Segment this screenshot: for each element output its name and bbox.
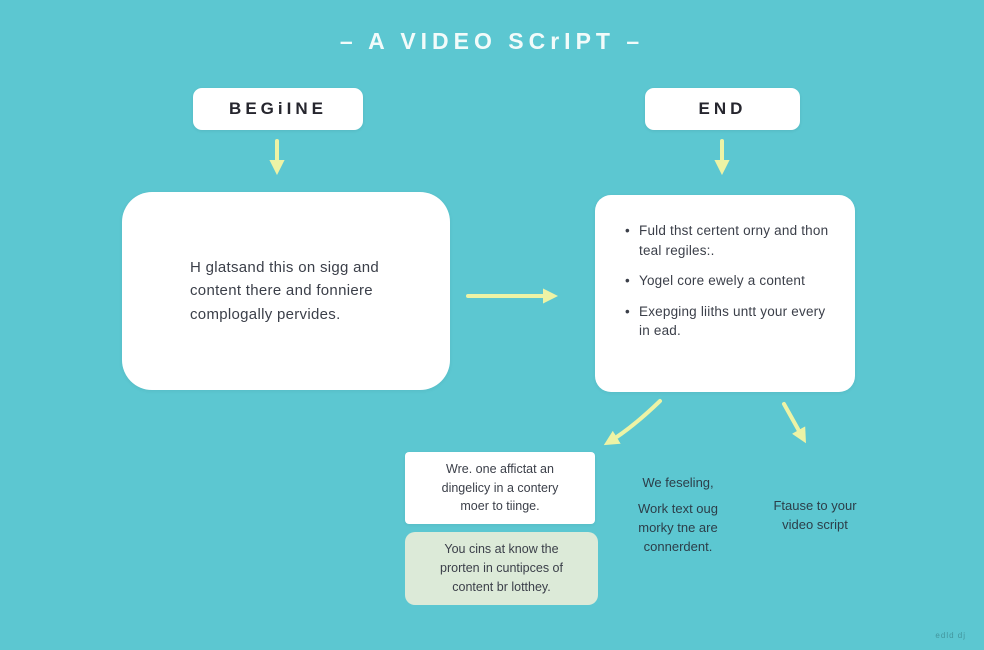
pause-text-line: Ftause to your: [773, 498, 857, 513]
end-node: END: [645, 88, 800, 130]
mid-note-line: moer to tiinge.: [460, 499, 540, 514]
bullet-item: Yogel core ewely a content: [625, 271, 831, 291]
pause-text-line: video script: [782, 516, 848, 532]
mid-note-line: dingelicy in a contery: [441, 480, 559, 495]
arrow-right-box-to-mid-note-icon: [603, 399, 662, 446]
green-note-line: content br lotthey.: [452, 579, 551, 594]
end-content-card: Fuld thst certent orny and thon teal reg…: [595, 195, 855, 392]
mid-note-line: Wre. one affictat an: [446, 461, 554, 476]
diagram-title: – A VIDEO SCrIPT –: [339, 28, 645, 54]
feeling-text-line: morky tne are: [638, 519, 718, 535]
end-node-label: END: [698, 99, 747, 118]
green-note-line: You cins at know the: [444, 542, 559, 557]
begin-node-label: BEGiINE: [229, 99, 327, 118]
feeling-text-line: connerdent.: [643, 538, 713, 554]
arrow-right-box-to-pause-icon: [782, 402, 806, 444]
intro-card-line: complogally pervides.: [190, 305, 341, 323]
green-note-card: You cins at know the prorten in cuntipce…: [405, 532, 598, 605]
mid-note-card: Wre. one affictat an dingelicy in a cont…: [405, 452, 595, 524]
feeling-text-line: Work text oug: [638, 500, 718, 516]
watermark-text: edld dj: [935, 631, 966, 640]
feeling-text-line: We feseling,: [642, 475, 714, 490]
bullet-item: Exepging liiths untt your every in ead.: [625, 302, 831, 341]
green-note-line: prorten in cuntipces of: [440, 561, 563, 576]
feeling-text-block: We feseling, Work text oug morky tne are…: [622, 474, 734, 556]
end-content-bullet-list: Fuld thst certent orny and thon teal reg…: [625, 221, 831, 341]
bullet-item: Fuld thst certent orny and thon teal reg…: [625, 221, 831, 260]
pause-text-block: Ftause to your video script: [760, 497, 870, 535]
intro-card-line: content there and fonniere: [190, 282, 373, 300]
begin-node: BEGiINE: [193, 88, 363, 130]
intro-card: H glatsand this on sigg and content ther…: [122, 192, 450, 390]
intro-card-line: H glatsand this on sigg and: [190, 259, 380, 277]
